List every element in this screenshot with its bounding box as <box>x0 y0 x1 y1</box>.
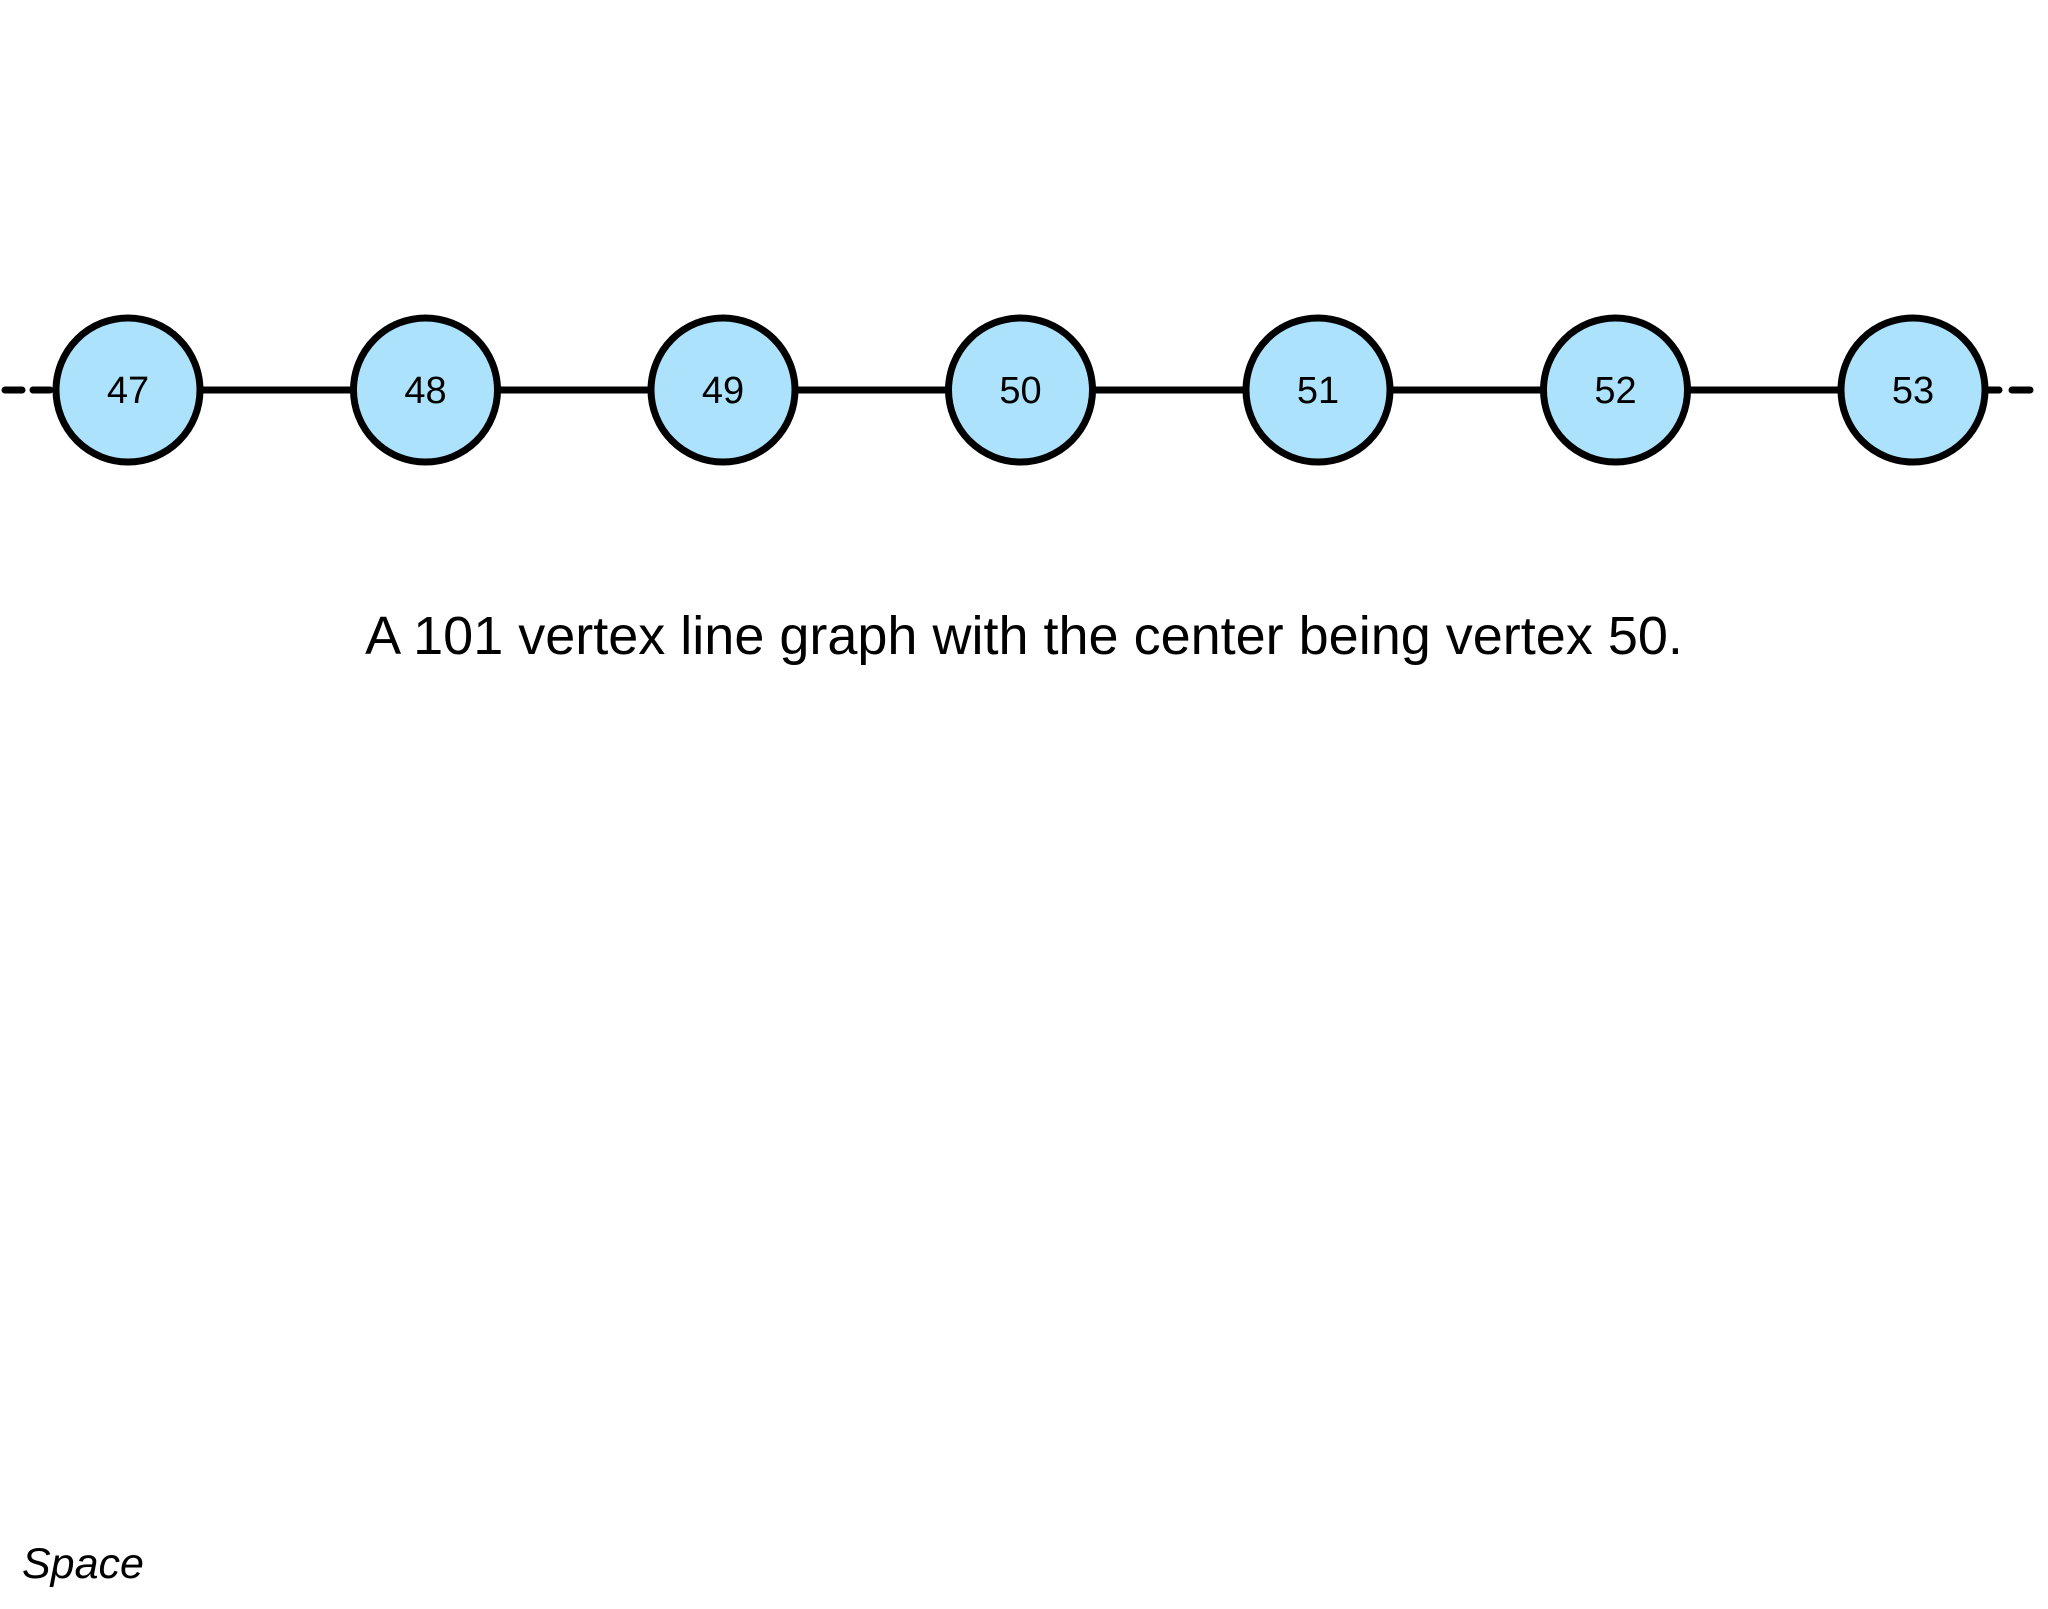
node-label: 51 <box>1297 370 1339 412</box>
graph-node-51[interactable]: 51 <box>1242 314 1394 466</box>
node-circle[interactable] <box>1837 314 1989 466</box>
node-circle[interactable] <box>945 314 1096 466</box>
graph-node-52[interactable]: 52 <box>1540 314 1691 466</box>
node-circle[interactable] <box>1540 314 1691 466</box>
graph-node-53[interactable]: 53 <box>1837 314 1989 466</box>
line-graph-svg: 47 48 49 50 51 52 53 <box>1 314 2034 466</box>
graph-node-50[interactable]: 50 <box>945 314 1096 466</box>
node-label: 52 <box>1594 370 1636 412</box>
node-label: 53 <box>1892 370 1934 412</box>
graph-node-48[interactable]: 48 <box>350 314 501 466</box>
graph-node-49[interactable]: 49 <box>647 314 799 466</box>
figure-caption: A 101 vertex line graph with the center … <box>365 606 1683 666</box>
node-label: 47 <box>107 370 149 412</box>
node-label: 48 <box>404 370 446 412</box>
node-circle[interactable] <box>1242 314 1394 466</box>
footer-note: Space <box>22 1540 144 1588</box>
node-layer: 47 48 49 50 51 52 53 <box>52 314 1989 466</box>
node-circle[interactable] <box>647 314 799 466</box>
node-label: 49 <box>702 370 744 412</box>
node-label: 50 <box>999 370 1041 412</box>
node-circle[interactable] <box>52 314 204 466</box>
graph-node-47[interactable]: 47 <box>52 314 204 466</box>
line-graph-figure: 47 48 49 50 51 52 53 <box>0 0 2048 560</box>
node-circle[interactable] <box>350 314 501 466</box>
